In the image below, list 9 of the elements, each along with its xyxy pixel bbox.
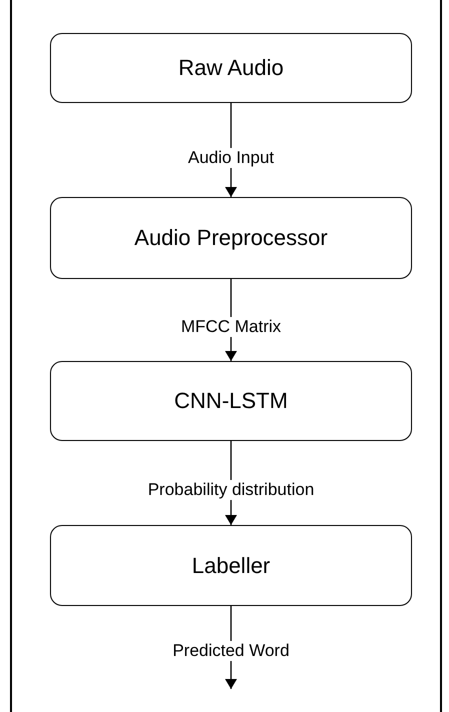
process-box: [50, 525, 412, 606]
box-label: CNN-LSTM: [174, 388, 288, 414]
edge-label: Audio Input: [186, 148, 276, 168]
box-label: Raw Audio: [178, 55, 284, 81]
process-box: [50, 361, 412, 441]
process-box: [50, 197, 412, 279]
box-label: Audio Preprocessor: [134, 225, 328, 251]
process-box: [50, 33, 412, 103]
box-label: Labeller: [192, 552, 270, 578]
